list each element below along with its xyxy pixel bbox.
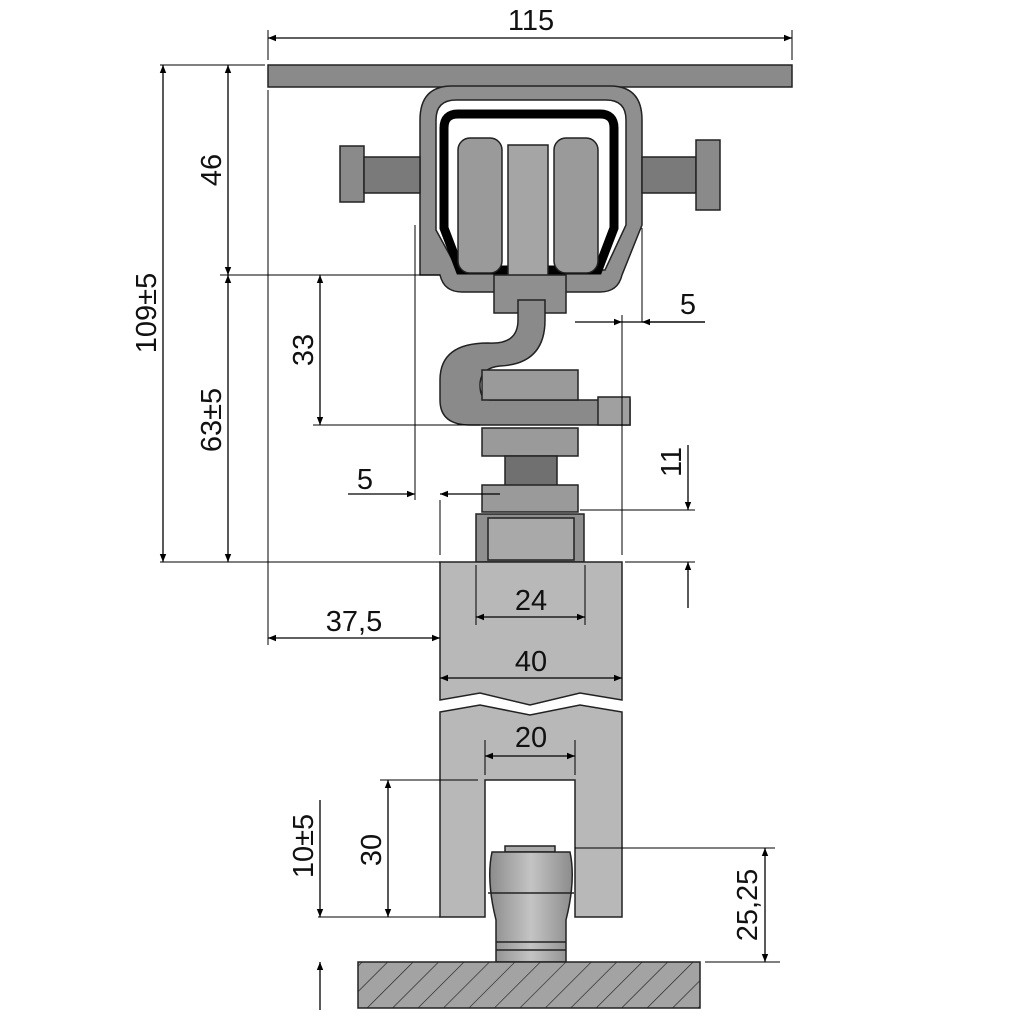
floor-section [357,961,701,1009]
dim-nut-width: 24 [515,585,547,617]
dim-hanger-height: 63±5 [196,388,228,452]
dim-overall-height: 109±5 [131,273,163,353]
extension-lines [160,30,793,963]
dim-guide-height: 25,25 [732,869,764,942]
dim-slot-depth: 30 [356,834,388,866]
dim-overall-width: 115 [508,5,554,37]
dim-side-offset: 37,5 [326,606,382,638]
bolt-right [641,139,721,211]
dim-profile-width: 40 [515,646,547,678]
top-track-plate [267,64,793,88]
dimension-lines [159,34,792,1010]
dim-track-height: 46 [196,154,228,186]
threaded-rod-nuts [475,427,585,563]
s-hook [439,299,631,426]
dim-nut-clearance: 11 [656,447,688,477]
bolt-left [339,145,421,203]
dim-offset-left: 5 [357,464,373,496]
wheels [457,137,599,314]
floor-guide [488,845,574,963]
door-profile-upper [439,561,623,706]
dim-hook-drop: 33 [288,334,320,366]
dim-floor-gap: 10±5 [288,814,320,878]
dim-offset-right: 5 [680,289,696,321]
dim-slot-width: 20 [515,722,547,754]
